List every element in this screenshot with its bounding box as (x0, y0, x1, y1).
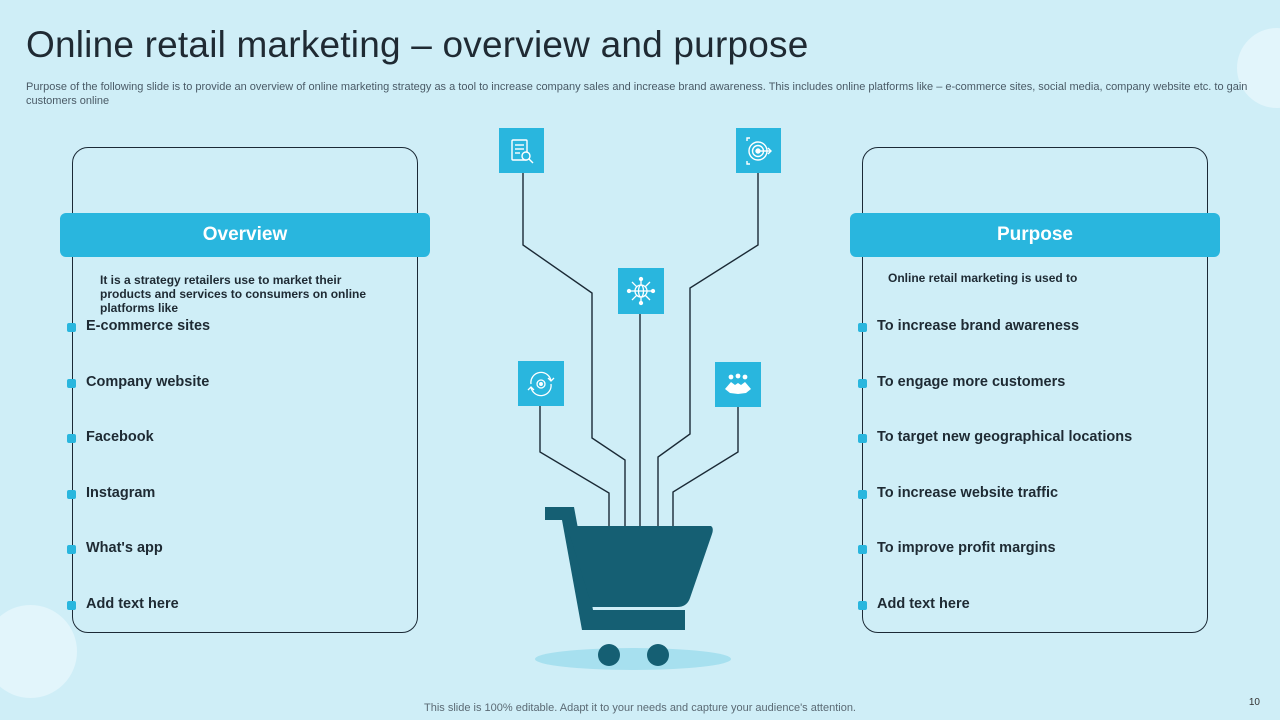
bullet-icon (67, 490, 76, 499)
bullet-icon (858, 490, 867, 499)
bullet-icon (67, 323, 76, 332)
overview-heading: Overview (60, 213, 430, 257)
bullet-icon (858, 601, 867, 610)
connector-lines (522, 173, 759, 526)
overview-intro: It is a strategy retailers use to market… (100, 273, 367, 315)
shopping-cart-icon (545, 507, 713, 666)
bullet-icon (858, 379, 867, 388)
bullet-icon (67, 379, 76, 388)
network-globe-icon (618, 268, 664, 314)
purpose-intro: Online retail marketing is used to (888, 271, 1078, 285)
overview-panel (72, 147, 418, 633)
cart-shadow (535, 648, 731, 670)
decorative-circle-bottom-left (0, 605, 77, 698)
bullet-icon (858, 545, 867, 554)
page-number: 10 (1248, 697, 1260, 708)
document-search-icon (499, 128, 544, 173)
slide-title: Online retail marketing – overview and p… (26, 24, 809, 65)
handshake-icon (715, 362, 761, 407)
bullet-icon (67, 601, 76, 610)
purpose-heading: Purpose (850, 213, 1220, 257)
bullet-icon (67, 545, 76, 554)
target-icon (736, 128, 781, 173)
slide-footer: This slide is 100% editable. Adapt it to… (424, 702, 856, 714)
bullet-icon (858, 323, 867, 332)
slide-subtitle: Purpose of the following slide is to pro… (26, 81, 1248, 107)
bullet-icon (858, 434, 867, 443)
purpose-panel (862, 147, 1208, 633)
bullet-icon (67, 434, 76, 443)
cycle-icon (518, 361, 564, 406)
